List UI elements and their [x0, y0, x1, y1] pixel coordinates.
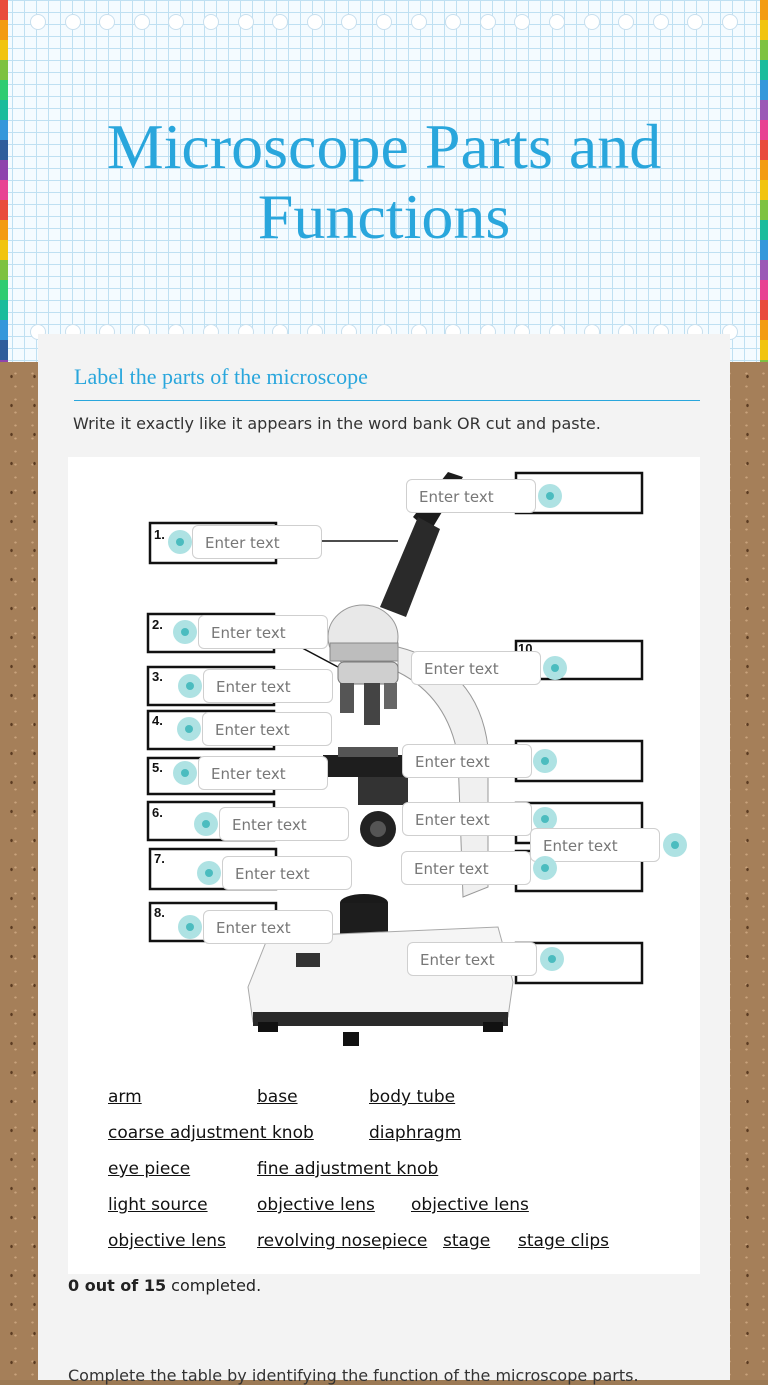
diagram-number-2: 2. [152, 617, 163, 632]
page-title: Microscope Parts and Functions [106, 111, 662, 252]
word-bank-item: objective lens [411, 1195, 529, 1215]
word-bank-item: stage clips [518, 1231, 610, 1251]
binder-holes-top [30, 14, 738, 30]
label-field-11[interactable]: Enter text [402, 744, 532, 778]
hotspot-dot[interactable] [168, 530, 192, 554]
hotspot-dot[interactable] [538, 484, 562, 508]
label-field-5[interactable]: Enter text [198, 756, 328, 790]
word-bank-item: revolving nosepiece [257, 1231, 428, 1251]
hotspot-dot[interactable] [197, 861, 221, 885]
label-field-8[interactable]: Enter text [203, 910, 333, 944]
word-bank-item: body tube [369, 1087, 456, 1107]
word-bank-item: eye piece [108, 1159, 191, 1179]
word-bank-item: light source [108, 1195, 208, 1215]
label-field-14[interactable]: Enter text [530, 828, 660, 862]
instructions-text: Write it exactly like it appears in the … [73, 414, 601, 433]
hotspot-dot[interactable] [178, 915, 202, 939]
progress-suffix: completed. [166, 1276, 262, 1295]
label-field-7[interactable]: Enter text [222, 856, 352, 890]
microscope-figure: 1. 2. 3. 4. 5. 6. 7. 8. 10 [68, 457, 700, 1274]
diagram-number-7: 7. [154, 851, 165, 866]
word-bank-item: objective lens [257, 1195, 375, 1215]
hotspot-dot[interactable] [173, 620, 197, 644]
hotspot-dot[interactable] [533, 856, 557, 880]
color-stripe-right [760, 0, 768, 362]
hotspot-dot[interactable] [533, 807, 557, 831]
diagram-number-8: 8. [154, 905, 165, 920]
hotspot-dot[interactable] [533, 749, 557, 773]
word-bank-item: base [257, 1087, 298, 1107]
progress-count: 0 out of 15 [68, 1276, 167, 1295]
color-stripe-left [0, 0, 8, 362]
diagram-number-5: 5. [152, 760, 163, 775]
header-graph-paper: Microscope Parts and Functions [0, 0, 768, 362]
diagram-number-3: 3. [152, 669, 163, 684]
progress-text: 0 out of 15 completed. [68, 1276, 261, 1295]
next-section-instructions: Complete the table by identifying the fu… [68, 1366, 639, 1385]
hotspot-dot[interactable] [540, 947, 564, 971]
label-field-2[interactable]: Enter text [198, 615, 328, 649]
label-field-9[interactable]: Enter text [406, 479, 536, 513]
hotspot-dot[interactable] [177, 717, 201, 741]
label-field-10[interactable]: Enter text [411, 651, 541, 685]
label-field-13[interactable]: Enter text [401, 851, 531, 885]
hotspot-dot[interactable] [178, 674, 202, 698]
hotspot-dot[interactable] [543, 656, 567, 680]
label-field-6[interactable]: Enter text [219, 807, 349, 841]
word-bank-item: diaphragm [369, 1123, 462, 1143]
hotspot-dot[interactable] [663, 833, 687, 857]
label-field-3[interactable]: Enter text [203, 669, 333, 703]
word-bank-item: fine adjustment knob [257, 1159, 439, 1179]
word-bank-item: coarse adjustment knob [108, 1123, 314, 1143]
label-field-4[interactable]: Enter text [202, 712, 332, 746]
hotspot-dot[interactable] [194, 812, 218, 836]
word-bank-item: objective lens [108, 1231, 226, 1251]
section-title: Label the parts of the microscope [74, 364, 700, 401]
word-bank-item: stage [443, 1231, 491, 1251]
microscope-diagram: 1. 2. 3. 4. 5. 6. 7. 8. 10 [146, 471, 644, 1046]
worksheet-card: Label the parts of the microscope Write … [38, 334, 730, 1385]
label-field-15[interactable]: Enter text [407, 942, 537, 976]
hotspot-dot[interactable] [173, 761, 197, 785]
word-bank-item: arm [108, 1087, 142, 1107]
label-field-12[interactable]: Enter text [402, 802, 532, 836]
diagram-number-6: 6. [152, 805, 163, 820]
label-field-1[interactable]: Enter text [192, 525, 322, 559]
diagram-number-4: 4. [152, 713, 163, 728]
diagram-number-1: 1. [154, 527, 165, 542]
